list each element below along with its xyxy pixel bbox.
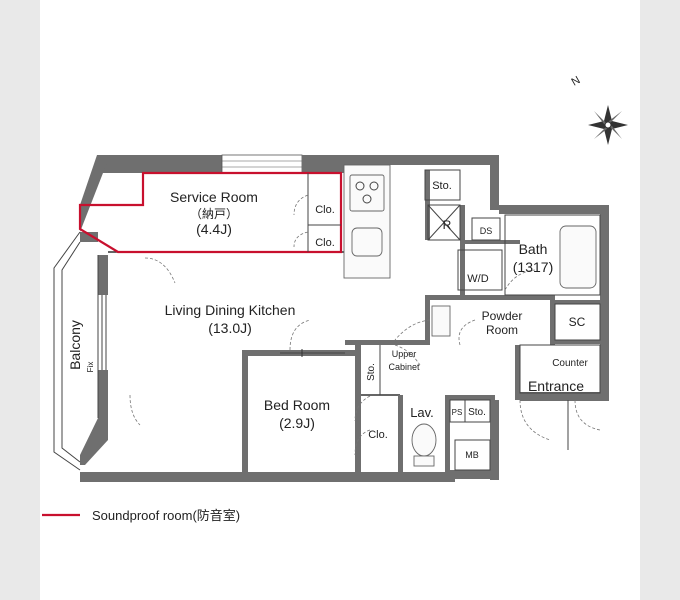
legend-soundproof-label: Soundproof room(防音室)	[92, 508, 240, 523]
floor-plan: N Service Room （納戸） (4.4J) Living Dining…	[42, 74, 628, 523]
balcony-label: Balcony	[67, 320, 83, 370]
sto-lav-box	[464, 399, 491, 423]
kitchen-storage-label: Sto.	[432, 180, 452, 192]
entrance-area	[519, 344, 601, 450]
washer-dryer-area	[457, 249, 503, 291]
powder-room-label-1: Powder	[482, 309, 523, 323]
fix-label: Fix	[86, 362, 95, 373]
balcony-door-swing	[129, 394, 141, 426]
upper-cabinet-area	[379, 319, 431, 395]
upper-cabinet-label-1: Upper	[392, 349, 417, 359]
washer-dryer-label: W/D	[467, 273, 488, 285]
bath-room-area	[504, 214, 601, 296]
service-room-size: (4.4J)	[196, 221, 232, 237]
ldk-door-swing	[144, 257, 176, 284]
service-room-closets	[293, 173, 341, 252]
lav-fixtures	[411, 423, 437, 467]
ds-label: DS	[480, 226, 493, 236]
mb-box	[454, 439, 491, 471]
closet-label-3: Clo.	[368, 429, 388, 441]
upper-cabinet-label-2: Cabinet	[388, 362, 420, 372]
compass-north-label: N	[570, 74, 583, 88]
closet-label-1: Clo.	[315, 204, 335, 216]
service-room-jp-label: （納戸）	[190, 207, 238, 221]
ldk-size: (13.0J)	[208, 320, 252, 336]
floor-plan-canvas: N Service Room （納戸） (4.4J) Living Dining…	[40, 0, 640, 600]
compass-icon	[588, 105, 628, 145]
bed-room-label: Bed Room	[264, 397, 330, 413]
bed-room-size: (2.9J)	[279, 415, 315, 431]
shoe-cabinet-label: SC	[569, 315, 586, 329]
exterior-walls	[80, 154, 609, 482]
bath-label: Bath	[519, 241, 548, 257]
shoe-cabinet	[554, 303, 601, 341]
balcony-area	[53, 231, 107, 471]
ds-box	[471, 217, 501, 241]
closet-label-2: Clo.	[315, 237, 335, 249]
lav-storage-label: Sto.	[468, 407, 486, 418]
mb-label: MB	[465, 450, 479, 460]
soundproof-room-outline	[78, 171, 343, 254]
lav-label: Lav.	[410, 405, 434, 420]
ldk-label: Living Dining Kitchen	[165, 302, 296, 318]
ps-label: PS	[452, 408, 463, 417]
refrigerator-label: R	[443, 218, 452, 232]
bed-room-doors	[280, 319, 371, 456]
service-room-label: Service Room	[170, 189, 258, 205]
kitchen-counter	[343, 164, 391, 279]
powder-room-label-2: Room	[486, 323, 518, 337]
counter-label: Counter	[552, 358, 588, 369]
entrance-label: Entrance	[528, 378, 584, 394]
bath-size: (1317)	[513, 259, 553, 275]
upper-storage-label: Sto.	[366, 363, 377, 381]
powder-room-fixtures	[431, 305, 476, 346]
kitchen-storage	[424, 169, 461, 241]
